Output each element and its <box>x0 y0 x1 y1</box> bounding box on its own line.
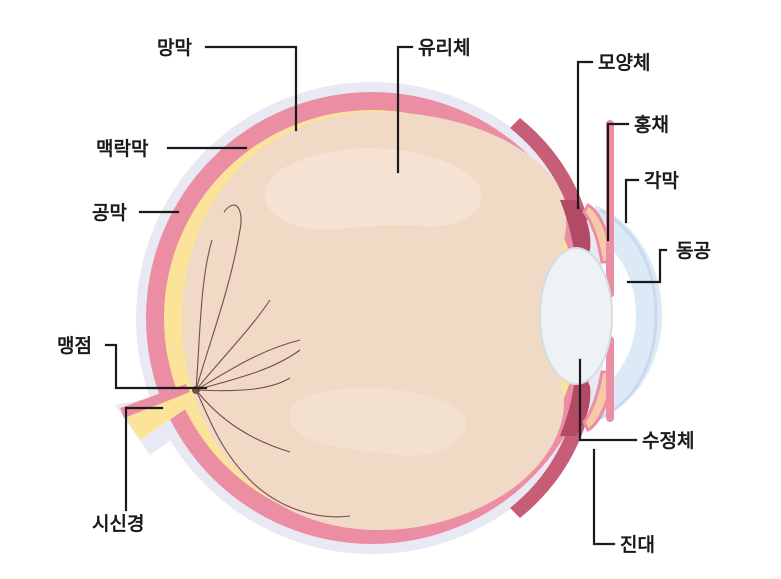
leader-blind-spot <box>104 343 208 390</box>
vitreous-body <box>182 112 567 530</box>
leader-ciliary-body <box>576 60 594 210</box>
leader-zonule <box>592 448 616 546</box>
leader-retina <box>204 45 298 132</box>
label-vitreous: 유리체 <box>418 37 470 59</box>
label-iris: 홍채 <box>634 113 669 136</box>
label-zonule: 진대 <box>620 534 655 556</box>
labels: 망막 맥락막 공막 맹점 시신경 유리체 모양체 홍채 각막 동공 수정체 진대 <box>57 37 711 556</box>
lens <box>539 247 613 385</box>
leader-optic-nerve <box>124 406 164 512</box>
retinal-vessels <box>195 204 351 518</box>
label-choroid: 맥락막 <box>96 138 149 160</box>
label-cornea: 각막 <box>644 170 679 192</box>
leader-lens <box>578 358 638 442</box>
leader-cornea <box>624 178 640 224</box>
label-blind-spot: 맹점 <box>57 335 92 357</box>
label-optic-nerve: 시신경 <box>92 513 144 535</box>
label-ciliary-body: 모양체 <box>598 52 650 74</box>
label-lens: 수정체 <box>642 430 694 452</box>
optic-nerve <box>120 384 196 440</box>
leader-pupil <box>626 248 668 284</box>
label-sclera: 공막 <box>92 202 127 224</box>
leader-lines <box>104 45 668 546</box>
cornea <box>586 205 662 422</box>
cornea-rim <box>599 208 658 420</box>
choroid-accents <box>510 118 588 518</box>
leader-iris <box>606 122 630 242</box>
label-pupil: 동공 <box>676 240 711 262</box>
leader-vitreous <box>396 45 414 174</box>
label-retina: 망막 <box>157 37 192 59</box>
